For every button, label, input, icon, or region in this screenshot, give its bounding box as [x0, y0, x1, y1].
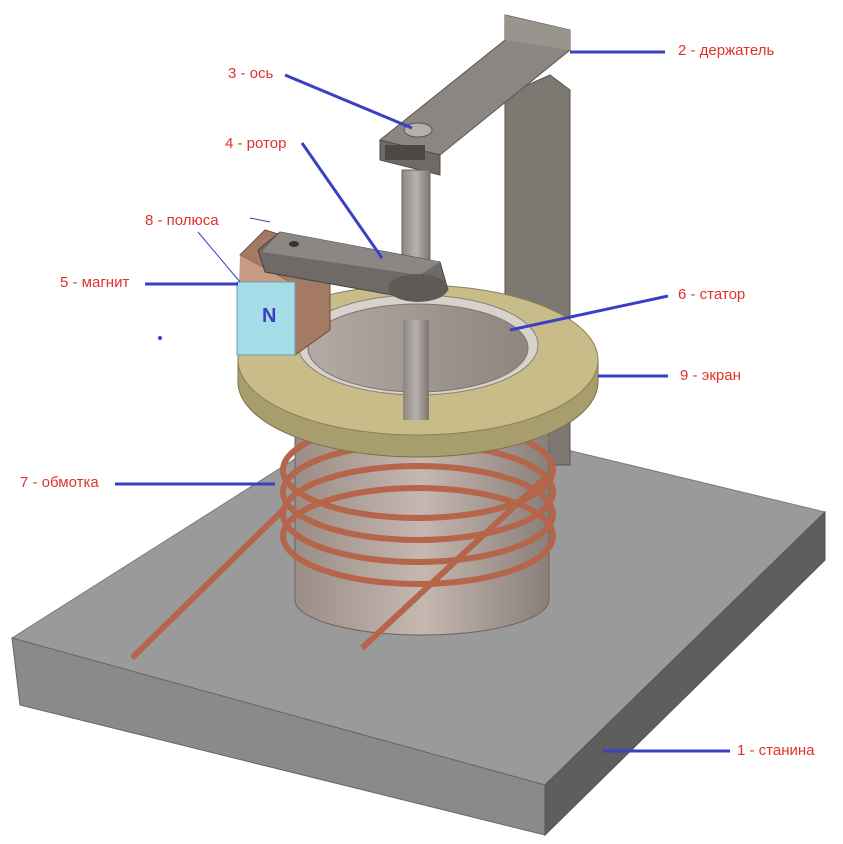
- label-magnet: 5 - магнит: [60, 274, 130, 291]
- label-base: 1 - станина: [737, 742, 815, 759]
- label-screen: 9 - экран: [680, 367, 741, 384]
- rotor: [257, 231, 449, 302]
- label-winding: 7 - обмотка: [20, 474, 99, 491]
- label-stator: 6 - статор: [678, 286, 746, 303]
- label-holder: 2 - держатель: [678, 42, 775, 59]
- magnet-pole-label: N: [262, 305, 277, 327]
- label-axis: 3 - ось: [228, 65, 274, 82]
- leader-lines: [115, 50, 730, 753]
- label-poles: 8 - полюса: [145, 212, 219, 229]
- label-rotor: 4 - ротор: [225, 135, 287, 152]
